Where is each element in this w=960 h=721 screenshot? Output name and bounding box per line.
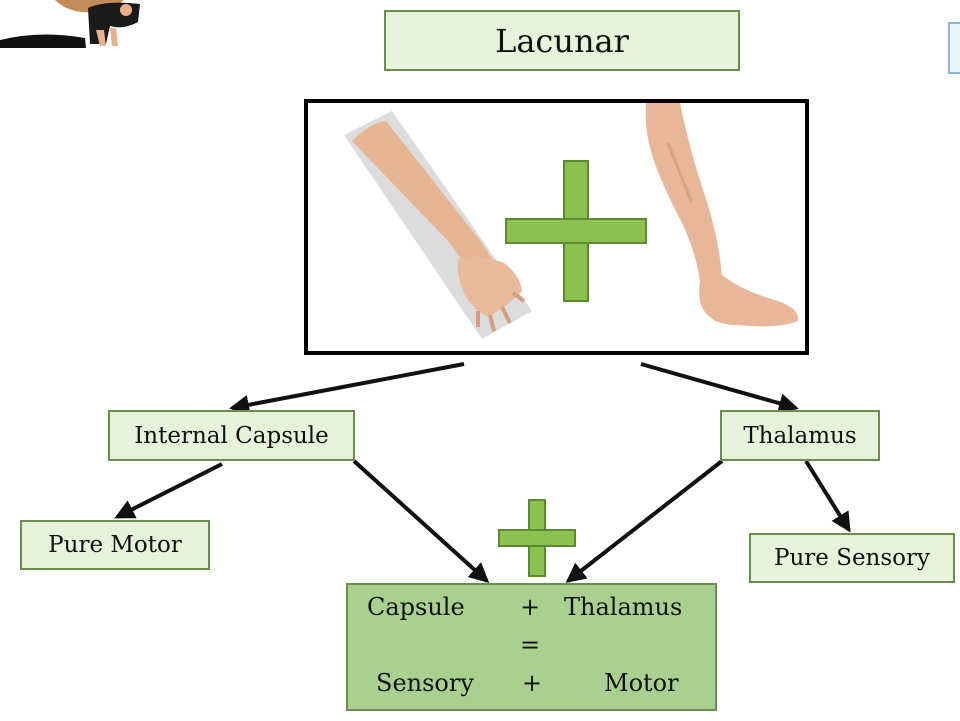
pure-motor-label: Pure Motor (48, 532, 182, 558)
result-row2-left: Sensory (376, 669, 474, 697)
thalamus-label: Thalamus (743, 423, 856, 449)
arrow-thalamus-to-pure-sensory (806, 461, 849, 530)
title-box: Lacunar (384, 10, 740, 71)
arrow-capsule-to-result (354, 461, 487, 581)
result-row1-op: + (520, 593, 540, 621)
title-text: Lacunar (495, 22, 629, 60)
leg-image (646, 103, 799, 326)
limb-image-frame (304, 99, 809, 355)
arrow-capsule-to-pure-motor (117, 464, 222, 517)
pure-sensory-label: Pure Sensory (774, 545, 930, 571)
result-box: Capsule + Thalamus = Sensory + Motor (346, 583, 717, 711)
arrow-thalamus-to-result (568, 461, 722, 581)
internal-capsule-label: Internal Capsule (134, 423, 329, 449)
internal-capsule-box: Internal Capsule (108, 410, 355, 461)
result-row2-right: Motor (604, 669, 679, 697)
arrow-frame-to-internal-capsule (232, 364, 464, 408)
result-row1-right: Thalamus (564, 593, 682, 621)
thalamus-box: Thalamus (720, 410, 880, 461)
limb-illustration (308, 103, 805, 351)
arm-image (344, 111, 532, 339)
plus-icon (506, 161, 646, 301)
result-row1-left: Capsule (367, 593, 465, 621)
pure-sensory-box: Pure Sensory (749, 533, 955, 583)
arrow-frame-to-thalamus (641, 364, 796, 408)
result-equals: = (520, 631, 540, 659)
pure-motor-box: Pure Motor (20, 520, 210, 570)
result-row2-op: + (522, 669, 542, 697)
